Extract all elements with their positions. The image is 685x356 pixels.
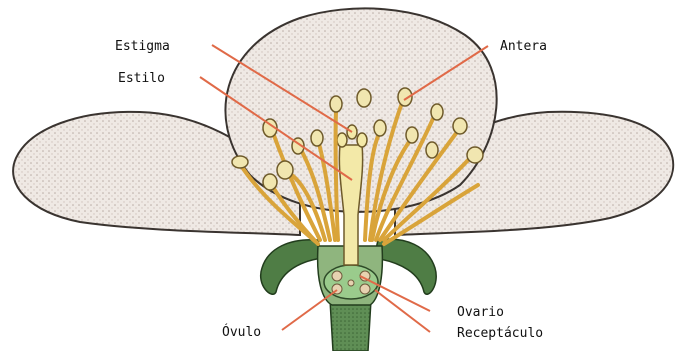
- sepal-right: [374, 239, 436, 294]
- label-receptacle: Receptáculo: [457, 326, 543, 341]
- leader-ovule: [282, 290, 337, 330]
- label-style: Estilo: [118, 71, 165, 86]
- stem: [330, 300, 371, 351]
- sepal-left: [261, 240, 322, 294]
- label-ovary: Ovario: [457, 305, 504, 320]
- label-ovule: Óvulo: [222, 324, 261, 340]
- label-stigma: Estigma: [115, 39, 170, 54]
- label-anther: Antera: [500, 39, 547, 54]
